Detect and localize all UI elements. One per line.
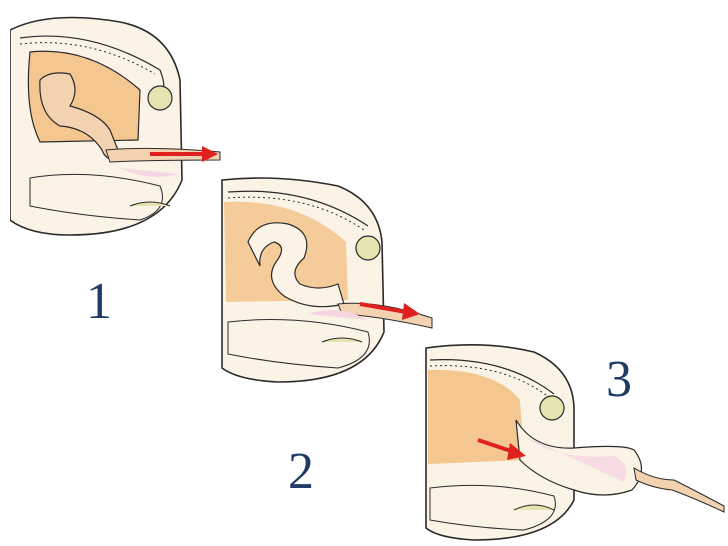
red-arrow-2 (359, 302, 420, 320)
step-number-2: 2 (288, 443, 314, 500)
panel-step-2 (218, 172, 450, 390)
panel-step-3 (424, 340, 728, 546)
step-number-1: 1 (86, 273, 112, 330)
red-arrow-1 (150, 146, 218, 162)
anatomy-drawing-2 (221, 177, 433, 383)
anatomy-drawing-3 (425, 344, 725, 541)
anatomy-drawing-1 (10, 16, 221, 236)
panel-step-1 (10, 10, 242, 242)
step-number-3: 3 (606, 351, 632, 408)
red-arrow-3 (477, 438, 526, 460)
